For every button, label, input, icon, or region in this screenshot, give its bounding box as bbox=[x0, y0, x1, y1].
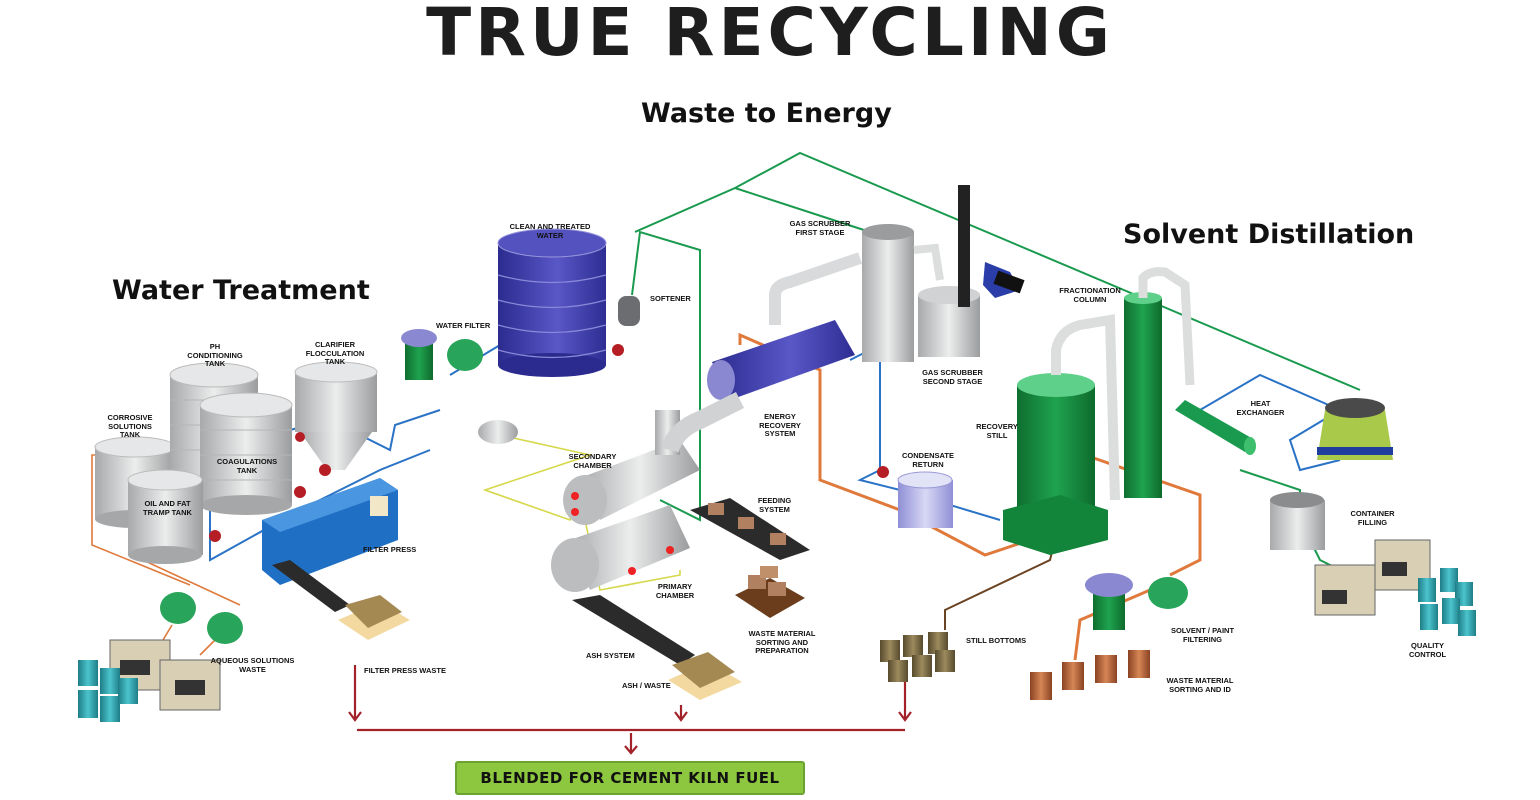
oil-and-fat-tramp-tank bbox=[127, 469, 203, 564]
flow-arrow-filter-press bbox=[348, 711, 362, 722]
label-recovery-still: RECOVERY STILL bbox=[976, 422, 1018, 440]
energy-recovery-system bbox=[661, 252, 862, 453]
pumps-red bbox=[209, 344, 889, 542]
ash-conveyor bbox=[572, 595, 695, 665]
blower-fan bbox=[983, 262, 1025, 298]
gas-scrubber-first-stage bbox=[862, 224, 914, 362]
page-title: TRUE RECYCLING bbox=[426, 0, 1114, 71]
softener-tank bbox=[618, 296, 640, 326]
container-filling-tank bbox=[1270, 492, 1325, 550]
water-filter-pump bbox=[447, 339, 483, 371]
gas-scrubber-second-stage bbox=[913, 243, 980, 357]
pipe-green-softener bbox=[631, 230, 701, 522]
pipe-green-scrubber bbox=[734, 187, 871, 233]
label-heat-exchanger: HEAT EXCHANGER bbox=[1236, 399, 1285, 417]
label-gas-scrubber-second-stage: GAS SCRUBBER SECOND STAGE bbox=[922, 368, 983, 386]
filter-press-waste-box bbox=[338, 595, 410, 640]
label-feeding-system: FEEDING SYSTEM bbox=[757, 496, 792, 514]
flow-arrow-to-fuel bbox=[624, 745, 638, 755]
pipes-green bbox=[631, 151, 1361, 576]
ash-waste-box bbox=[668, 652, 742, 700]
label-waste-material-sorting-and-id: WASTE MATERIAL SORTING AND ID bbox=[1166, 676, 1234, 694]
label-quality-control: QUALITY CONTROL bbox=[1408, 641, 1447, 659]
label-softener: SOFTENER bbox=[650, 294, 691, 303]
cement-kiln-fuel-box: BLENDED FOR CEMENT KILN FUEL bbox=[455, 761, 805, 795]
label-condensate-return: CONDENSATE RETURN bbox=[902, 451, 954, 469]
label-filter-press: FILTER PRESS bbox=[363, 545, 417, 554]
label-still-bottoms: STILL BOTTOMS bbox=[966, 636, 1027, 645]
label-clean-and-treated-water: CLEAN AND TREATED WATER bbox=[509, 222, 591, 240]
aqueous-drums bbox=[78, 660, 138, 722]
label-secondary-chamber: SECONDARY CHAMBER bbox=[568, 452, 617, 470]
water-filter-vessel bbox=[401, 329, 437, 380]
label-fractionation-column: FRACTIONATION COLUMN bbox=[1059, 286, 1121, 304]
pipe-orange-filter bbox=[1073, 588, 1151, 661]
fractionation-column bbox=[1124, 267, 1195, 498]
section-solvent-distillation: Solvent Distillation bbox=[1123, 219, 1415, 250]
output-flow bbox=[348, 665, 912, 755]
flow-arrow-still-bottoms bbox=[898, 711, 912, 722]
label-ash-waste: ASH / WASTE bbox=[622, 681, 671, 690]
quality-control-totes bbox=[1314, 539, 1431, 616]
label-water-filter: WATER FILTER bbox=[436, 321, 491, 330]
still-bottoms-drums bbox=[880, 632, 955, 682]
pipe-orange-energy bbox=[738, 332, 1031, 557]
condensate-return-tank bbox=[897, 471, 953, 528]
label-ph-conditioning-tank: PH CONDITIONING TANK bbox=[187, 342, 243, 368]
aqueous-pumps bbox=[160, 592, 243, 644]
label-coagulations-tank: COAGULATIONS TANK bbox=[216, 457, 278, 475]
pipe-orange-aq-4 bbox=[199, 639, 216, 656]
solvent-filter-pump bbox=[1148, 577, 1188, 609]
primary-chamber bbox=[551, 505, 690, 592]
quality-control-drums bbox=[1418, 568, 1476, 636]
label-container-filling: CONTAINER FILLING bbox=[1350, 509, 1395, 527]
feeding-conveyor bbox=[690, 498, 810, 560]
label-corrosive-solutions-tank: CORROSIVE SOLUTIONS TANK bbox=[107, 413, 153, 439]
section-waste-to-energy: Waste to Energy bbox=[641, 98, 892, 129]
clarifier-flocculation-tank bbox=[294, 361, 378, 470]
filter-press bbox=[262, 478, 398, 612]
waste-pallet bbox=[735, 566, 805, 618]
label-gas-scrubber-first-stage: GAS SCRUBBER FIRST STAGE bbox=[789, 219, 851, 237]
pipe-green-main bbox=[634, 151, 1361, 391]
flow-arrow-ash bbox=[674, 711, 688, 722]
label-filter-press-waste: FILTER PRESS WASTE bbox=[364, 666, 446, 675]
label-aqueous-solutions-waste: AQUEOUS SOLUTIONS WASTE bbox=[210, 656, 295, 674]
copper-drums bbox=[1030, 650, 1150, 700]
label-energy-recovery-system: ENERGY RECOVERY SYSTEM bbox=[759, 412, 801, 438]
label-ash-system: ASH SYSTEM bbox=[586, 651, 635, 660]
heat-exchanger bbox=[1175, 400, 1256, 455]
label-waste-material-sorting-and-preparation: WASTE MATERIAL SORTING AND PREPARATION bbox=[748, 629, 816, 655]
label-solvent-paint-filtering: SOLVENT / PAINT FILTERING bbox=[1170, 626, 1235, 644]
pipe-brown-still-bottoms bbox=[944, 539, 1056, 630]
clean-treated-water-tank bbox=[497, 228, 607, 377]
exhaust-stack bbox=[958, 185, 970, 307]
pipe-blue-hx bbox=[1199, 373, 1343, 472]
quality-cone bbox=[1317, 398, 1393, 460]
incinerator-capsule bbox=[478, 420, 518, 444]
coagulations-tank bbox=[199, 392, 293, 515]
label-primary-chamber: PRIMARY CHAMBER bbox=[655, 582, 695, 600]
label-clarifier-flocculation-tank: CLARIFIER FLOCCULATION TANK bbox=[305, 340, 365, 366]
label-oil-and-fat-tramp-tank: OIL AND FAT TRAMP TANK bbox=[143, 499, 192, 517]
recovery-still bbox=[1003, 314, 1120, 555]
section-water-treatment: Water Treatment bbox=[112, 275, 370, 306]
solvent-filter-vessel bbox=[1085, 573, 1133, 630]
